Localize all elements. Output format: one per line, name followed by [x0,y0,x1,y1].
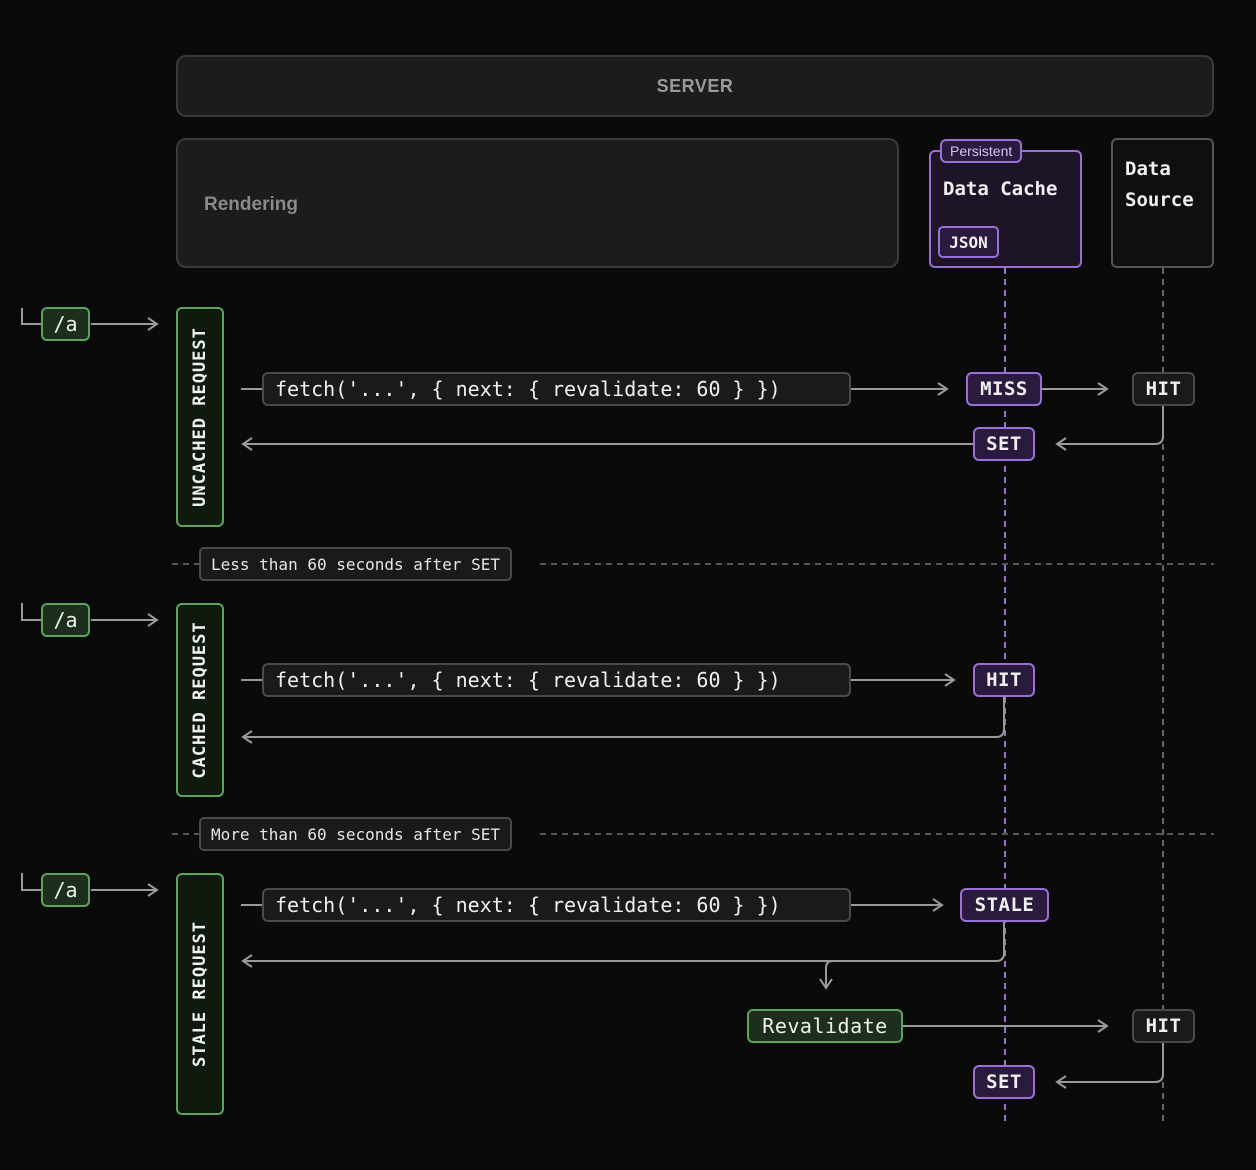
route-badge-uncached: /a [41,307,90,341]
to-revalidate-arrow [819,960,834,990]
divider-label-less-than: Less than 60 seconds after SET [199,547,512,581]
miss-badge: MISS [966,372,1042,406]
route-badge-stale: /a [41,873,90,907]
persistent-tag: Persistent [940,139,1023,163]
uncached-request-text: UNCACHED REQUEST [190,327,210,507]
route-badge-cached: /a [41,603,90,637]
set-badge-uncached: SET [973,427,1035,461]
data-source-title-line2: Source [1125,189,1194,211]
source-hit-badge-uncached: HIT [1132,372,1195,406]
revalidate-badge: Revalidate [747,1009,903,1043]
fetch-call-stale: fetch('...', { next: { revalidate: 60 } … [262,888,851,922]
data-source-title-line1: Data [1125,158,1171,180]
divider-label-more-than: More than 60 seconds after SET [199,817,512,851]
stale-badge: STALE [960,888,1049,922]
data-cache-title: Data Cache [943,178,1058,200]
route-entry-arrow-2 [21,603,41,621]
json-tag: JSON [938,226,999,258]
uncached-request-label: UNCACHED REQUEST [176,307,224,527]
source-hit-badge-stale: HIT [1132,1009,1195,1043]
server-bar: SERVER [176,55,1214,117]
stale-request-text: STALE REQUEST [190,920,210,1068]
fetch-call-cached: fetch('...', { next: { revalidate: 60 } … [262,663,851,697]
cache-hit-badge: HIT [973,663,1035,697]
set-badge-stale: SET [973,1065,1035,1099]
route-entry-arrow-1 [21,308,41,325]
rendering-column: Rendering [176,138,899,268]
hit-to-set-arrow [1055,406,1164,451]
fetch-call-uncached: fetch('...', { next: { revalidate: 60 } … [262,372,851,406]
data-source-column: Data Source [1111,138,1214,268]
hit-to-set-arrow-2 [1055,1043,1164,1089]
stale-return-arrow [241,922,1005,968]
hit-return-arrow [241,697,1005,744]
stale-request-label: STALE REQUEST [176,873,224,1115]
cached-request-label: CACHED REQUEST [176,603,224,797]
route-entry-arrow-3 [21,873,41,891]
cached-request-text: CACHED REQUEST [190,621,210,779]
